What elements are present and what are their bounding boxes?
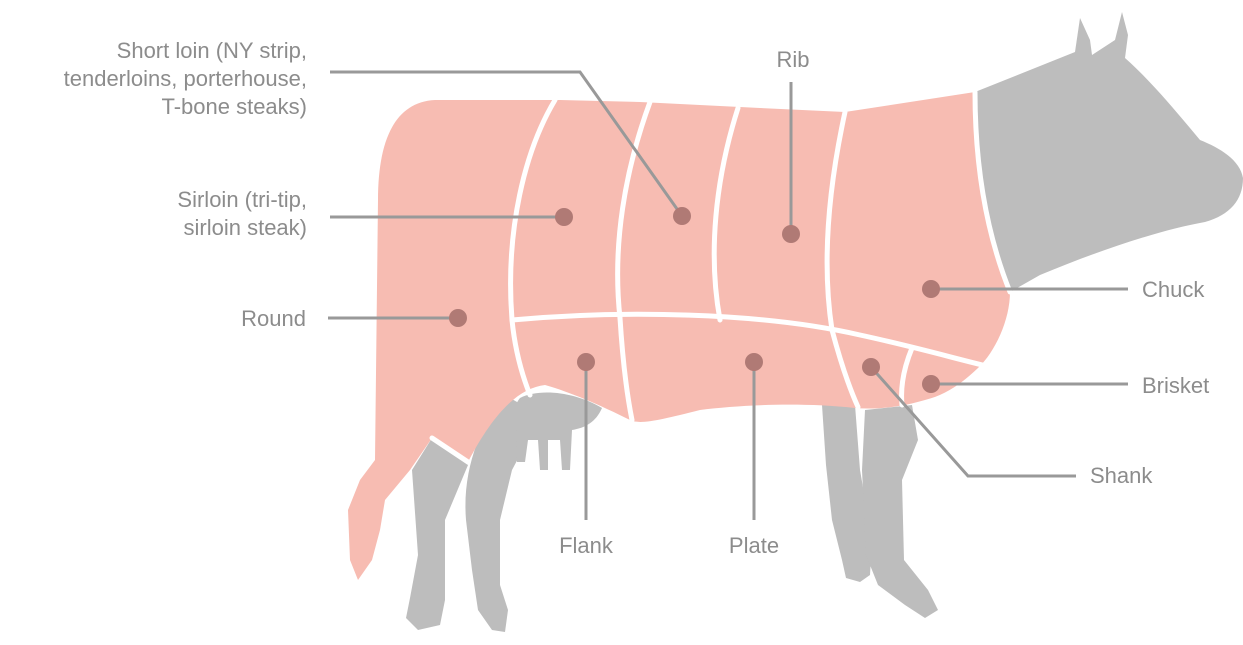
- label-sirloin-line-2: sirloin steak): [177, 214, 307, 242]
- label-flank: Flank: [559, 532, 613, 560]
- label-short-loin-line-2: tenderloins, porterhouse,: [64, 65, 307, 93]
- label-rib: Rib: [776, 46, 809, 74]
- marker-chuck: [922, 280, 940, 298]
- marker-rib: [782, 225, 800, 243]
- marker-sirloin: [555, 208, 573, 226]
- marker-short-loin: [673, 207, 691, 225]
- label-short-loin-line-1: Short loin (NY strip,: [64, 37, 307, 65]
- label-round: Round: [241, 305, 306, 333]
- marker-round: [449, 309, 467, 327]
- marker-brisket: [922, 375, 940, 393]
- label-shank: Shank: [1090, 462, 1152, 490]
- label-sirloin-line-1: Sirloin (tri-tip,: [177, 186, 307, 214]
- label-chuck: Chuck: [1142, 276, 1204, 304]
- label-short-loin-line-3: T-bone steaks): [64, 93, 307, 121]
- marker-shank: [862, 358, 880, 376]
- cow-head-neck: [975, 12, 1243, 292]
- cow-front-leg-2: [862, 405, 938, 618]
- cow-udder: [514, 393, 602, 470]
- label-plate: Plate: [729, 532, 779, 560]
- label-short-loin: Short loin (NY strip, tenderloins, porte…: [64, 37, 307, 121]
- label-sirloin: Sirloin (tri-tip, sirloin steak): [177, 186, 307, 242]
- cow-back-leg: [406, 438, 468, 630]
- marker-flank: [577, 353, 595, 371]
- label-brisket: Brisket: [1142, 372, 1209, 400]
- marker-plate: [745, 353, 763, 371]
